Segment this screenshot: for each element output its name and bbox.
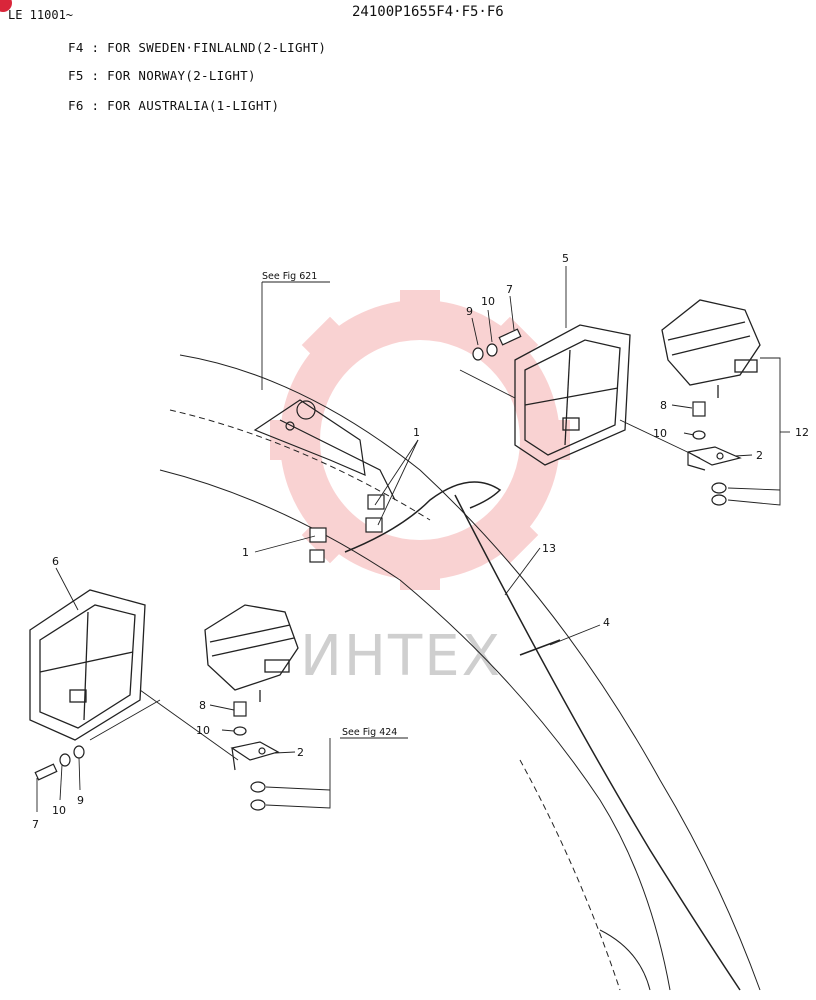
note-f5: F5 : FOR NORWAY(2-LIGHT) [68,68,256,83]
callout-2a: 2 [756,449,763,462]
cap-1a [367,494,385,510]
upper-bracket [253,399,396,501]
cap-1d [309,549,325,563]
callout-10d: 10 [52,804,66,817]
callout-10b: 10 [653,427,667,440]
harness-13 [454,494,741,991]
callout-12: 12 [795,426,809,439]
callout-1a: 1 [413,426,420,439]
part-number: 24100P1655F4·F5·F6 [352,4,504,20]
washer-9-lower [73,745,85,759]
note-f4: F4 : FOR SWEDEN·FINLALND(2-LIGHT) [68,40,327,55]
boom-upper-edge [179,354,761,991]
watermark-gear-icon [270,290,570,590]
guard-frame-6 [29,589,146,741]
callout-7a: 7 [506,283,513,296]
boom-centerline-lower [519,759,621,991]
callout-8a: 8 [660,399,667,412]
boom-centerline [169,409,431,521]
watermark-text: ИНТЕХ [300,624,502,689]
callout-13: 13 [542,542,556,555]
cap-1c [309,527,327,543]
washer-10-upper [486,343,498,357]
callout-1b: 1 [242,546,249,559]
callout-4: 4 [603,616,610,629]
bolt-7-lower [34,763,58,781]
corner-badge [0,0,12,12]
work-lamp-left [204,604,299,702]
washer-10-left [233,726,247,736]
callout-6: 6 [52,555,59,568]
leader-lines [36,266,790,812]
callout-10a: 10 [481,295,495,308]
cap-1b [365,517,383,533]
bracket-2-right [686,446,742,471]
serial-range: LE 11001~ [8,8,74,22]
bolt-8-right [692,401,706,417]
ref-fig-424: See Fig 424 [342,727,397,738]
nut-12b [711,494,727,506]
callout-9a: 9 [466,305,473,318]
nut-left-b [250,799,266,811]
bolt-7-upper [498,328,522,346]
callout-2b: 2 [297,746,304,759]
callout-5: 5 [562,252,569,265]
boom-lower-edge [159,469,671,991]
bolt-8-left [233,701,247,717]
washer-12a [711,482,727,494]
ref-fig-621: See Fig 621 [262,271,317,282]
boom-end [599,929,651,991]
work-lamp-right [661,299,761,398]
bracket-2-left [230,741,280,771]
callout-7b: 7 [32,818,39,831]
callout-10c: 10 [196,724,210,737]
callout-8b: 8 [199,699,206,712]
harness-branch [344,481,502,553]
guard-frame-5 [514,324,631,466]
callout-9b: 9 [77,794,84,807]
washer-9-upper [472,347,484,361]
washer-left-a [250,781,266,793]
washer-10-right [692,430,706,440]
washer-10-lower [59,753,71,767]
note-f6: F6 : FOR AUSTRALIA(1-LIGHT) [68,98,280,113]
clamp-4 [519,639,561,656]
